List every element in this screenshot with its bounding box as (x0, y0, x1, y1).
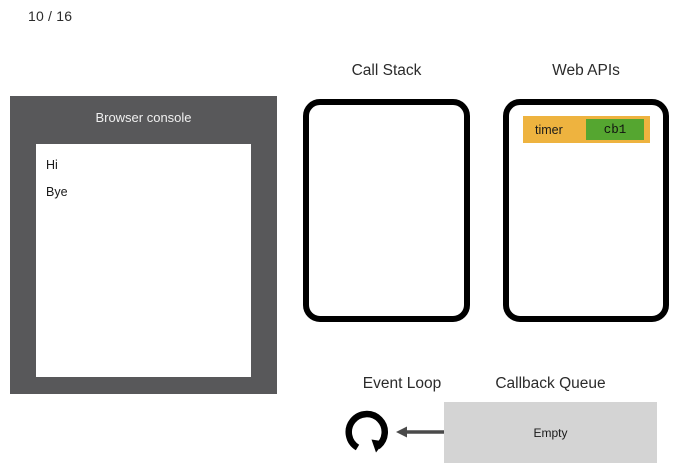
web-api-timer-entry: timer cb1 (523, 116, 650, 143)
circular-arrow-icon (341, 406, 393, 458)
web-apis-title: Web APIs (552, 62, 620, 79)
slide-counter: 10 / 16 (28, 8, 73, 24)
callback-queue-status: Empty (533, 425, 568, 440)
console-log-line: Hi (46, 158, 58, 172)
browser-console-panel: Browser console Hi Bye (10, 96, 277, 394)
web-apis-box: timer cb1 (503, 99, 669, 322)
web-api-callback-chip: cb1 (586, 119, 644, 140)
callback-queue-title: Callback Queue (495, 375, 606, 392)
console-log-line: Bye (46, 185, 68, 199)
browser-console-output: Hi Bye (36, 144, 251, 377)
call-stack-title: Call Stack (351, 62, 422, 79)
web-api-timer-label: timer (535, 122, 563, 137)
arrow-left-icon (396, 421, 444, 443)
callback-queue-box: Empty (444, 402, 657, 463)
event-loop-title: Event Loop (362, 375, 442, 392)
call-stack-box (303, 99, 470, 322)
browser-console-title: Browser console (95, 110, 192, 125)
